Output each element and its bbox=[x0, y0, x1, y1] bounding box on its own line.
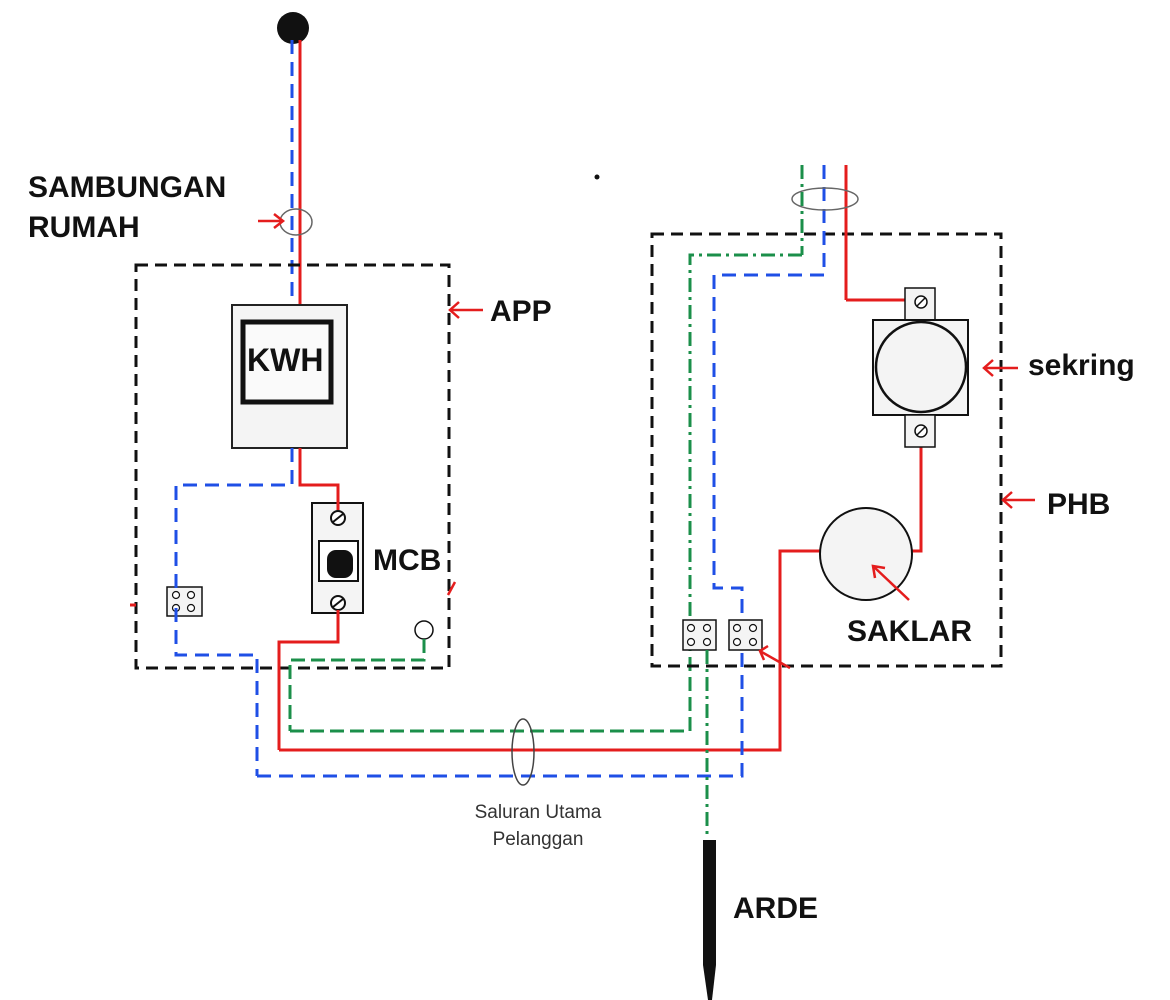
label-saluran-line1: Saluran Utama bbox=[475, 802, 602, 823]
phb-ground-terminal-block bbox=[682, 619, 717, 651]
main-phase-run bbox=[279, 549, 820, 752]
fuse-to-switch bbox=[912, 432, 923, 553]
arrow-sekring bbox=[982, 359, 1018, 377]
main-ground-run bbox=[290, 640, 692, 733]
app-terminal-screw bbox=[186, 603, 196, 613]
app-stray-red-mark bbox=[446, 581, 457, 596]
phb-terminal-screw bbox=[702, 637, 712, 647]
phb-cable-sleeve bbox=[791, 187, 859, 211]
label-saluran-line2: Pelanggan bbox=[493, 829, 584, 850]
label-kwh: KWH bbox=[247, 342, 323, 378]
label-phb: PHB bbox=[1047, 488, 1110, 521]
pole-top-node bbox=[277, 12, 309, 44]
service-cable-sleeve bbox=[279, 208, 313, 236]
phb-neutral-terminal-block bbox=[728, 619, 763, 651]
app-neutral-out bbox=[174, 608, 259, 776]
main-cable-sleeve bbox=[511, 718, 535, 786]
arrow-app bbox=[448, 301, 483, 319]
arrow-phb bbox=[1001, 491, 1035, 509]
app-ground-terminal bbox=[414, 620, 434, 640]
arrow-terminal bbox=[758, 644, 791, 670]
kwh-display bbox=[240, 319, 334, 405]
fuse-bottom-screw-slot bbox=[916, 426, 926, 436]
arrow-saklar bbox=[871, 564, 910, 601]
phb-ground-wire bbox=[688, 253, 802, 625]
app-terminal-block bbox=[166, 586, 203, 617]
phb-terminal-screw bbox=[686, 623, 696, 633]
phb-terminal-screw bbox=[702, 623, 712, 633]
app-terminal-screw bbox=[186, 590, 196, 600]
phb-terminal-screw bbox=[686, 637, 696, 647]
kwh-neutral-to-terminal bbox=[174, 448, 294, 595]
kwh-to-mcb-phase bbox=[298, 448, 340, 510]
label-sambungan-rumah-line2: RUMAH bbox=[28, 211, 140, 244]
label-sekring: sekring bbox=[1028, 349, 1135, 382]
app-terminal-screw bbox=[171, 590, 181, 600]
mcb-top-screw-slot bbox=[332, 513, 344, 523]
app-box bbox=[134, 263, 451, 670]
label-saklar: SAKLAR bbox=[847, 615, 972, 648]
stray-dot bbox=[594, 174, 600, 180]
main-neutral-run bbox=[257, 650, 744, 778]
phb-terminal-screw bbox=[732, 623, 742, 633]
fuse-cap bbox=[874, 320, 968, 414]
fuse-top-screw-slot bbox=[916, 297, 926, 307]
mcb-bottom-screw-slot bbox=[332, 598, 344, 608]
switch-saklar bbox=[819, 507, 913, 601]
label-arde: ARDE bbox=[733, 892, 818, 925]
phb-box bbox=[650, 232, 1003, 668]
label-sambungan-rumah-line1: SAMBUNGAN bbox=[28, 171, 226, 204]
phb-terminal-screw bbox=[748, 637, 758, 647]
phb-neutral-wire bbox=[712, 273, 824, 625]
arrow-sambungan-rumah bbox=[258, 213, 286, 229]
mcb-lever bbox=[327, 550, 353, 578]
app-ground-out bbox=[288, 639, 426, 731]
earth-rod-arde bbox=[703, 840, 716, 1000]
mcb-phase-out bbox=[277, 610, 340, 750]
label-app: APP bbox=[490, 295, 552, 328]
phb-terminal-screw bbox=[732, 637, 742, 647]
label-mcb: MCB bbox=[373, 544, 441, 577]
phb-terminal-screw bbox=[748, 623, 758, 633]
